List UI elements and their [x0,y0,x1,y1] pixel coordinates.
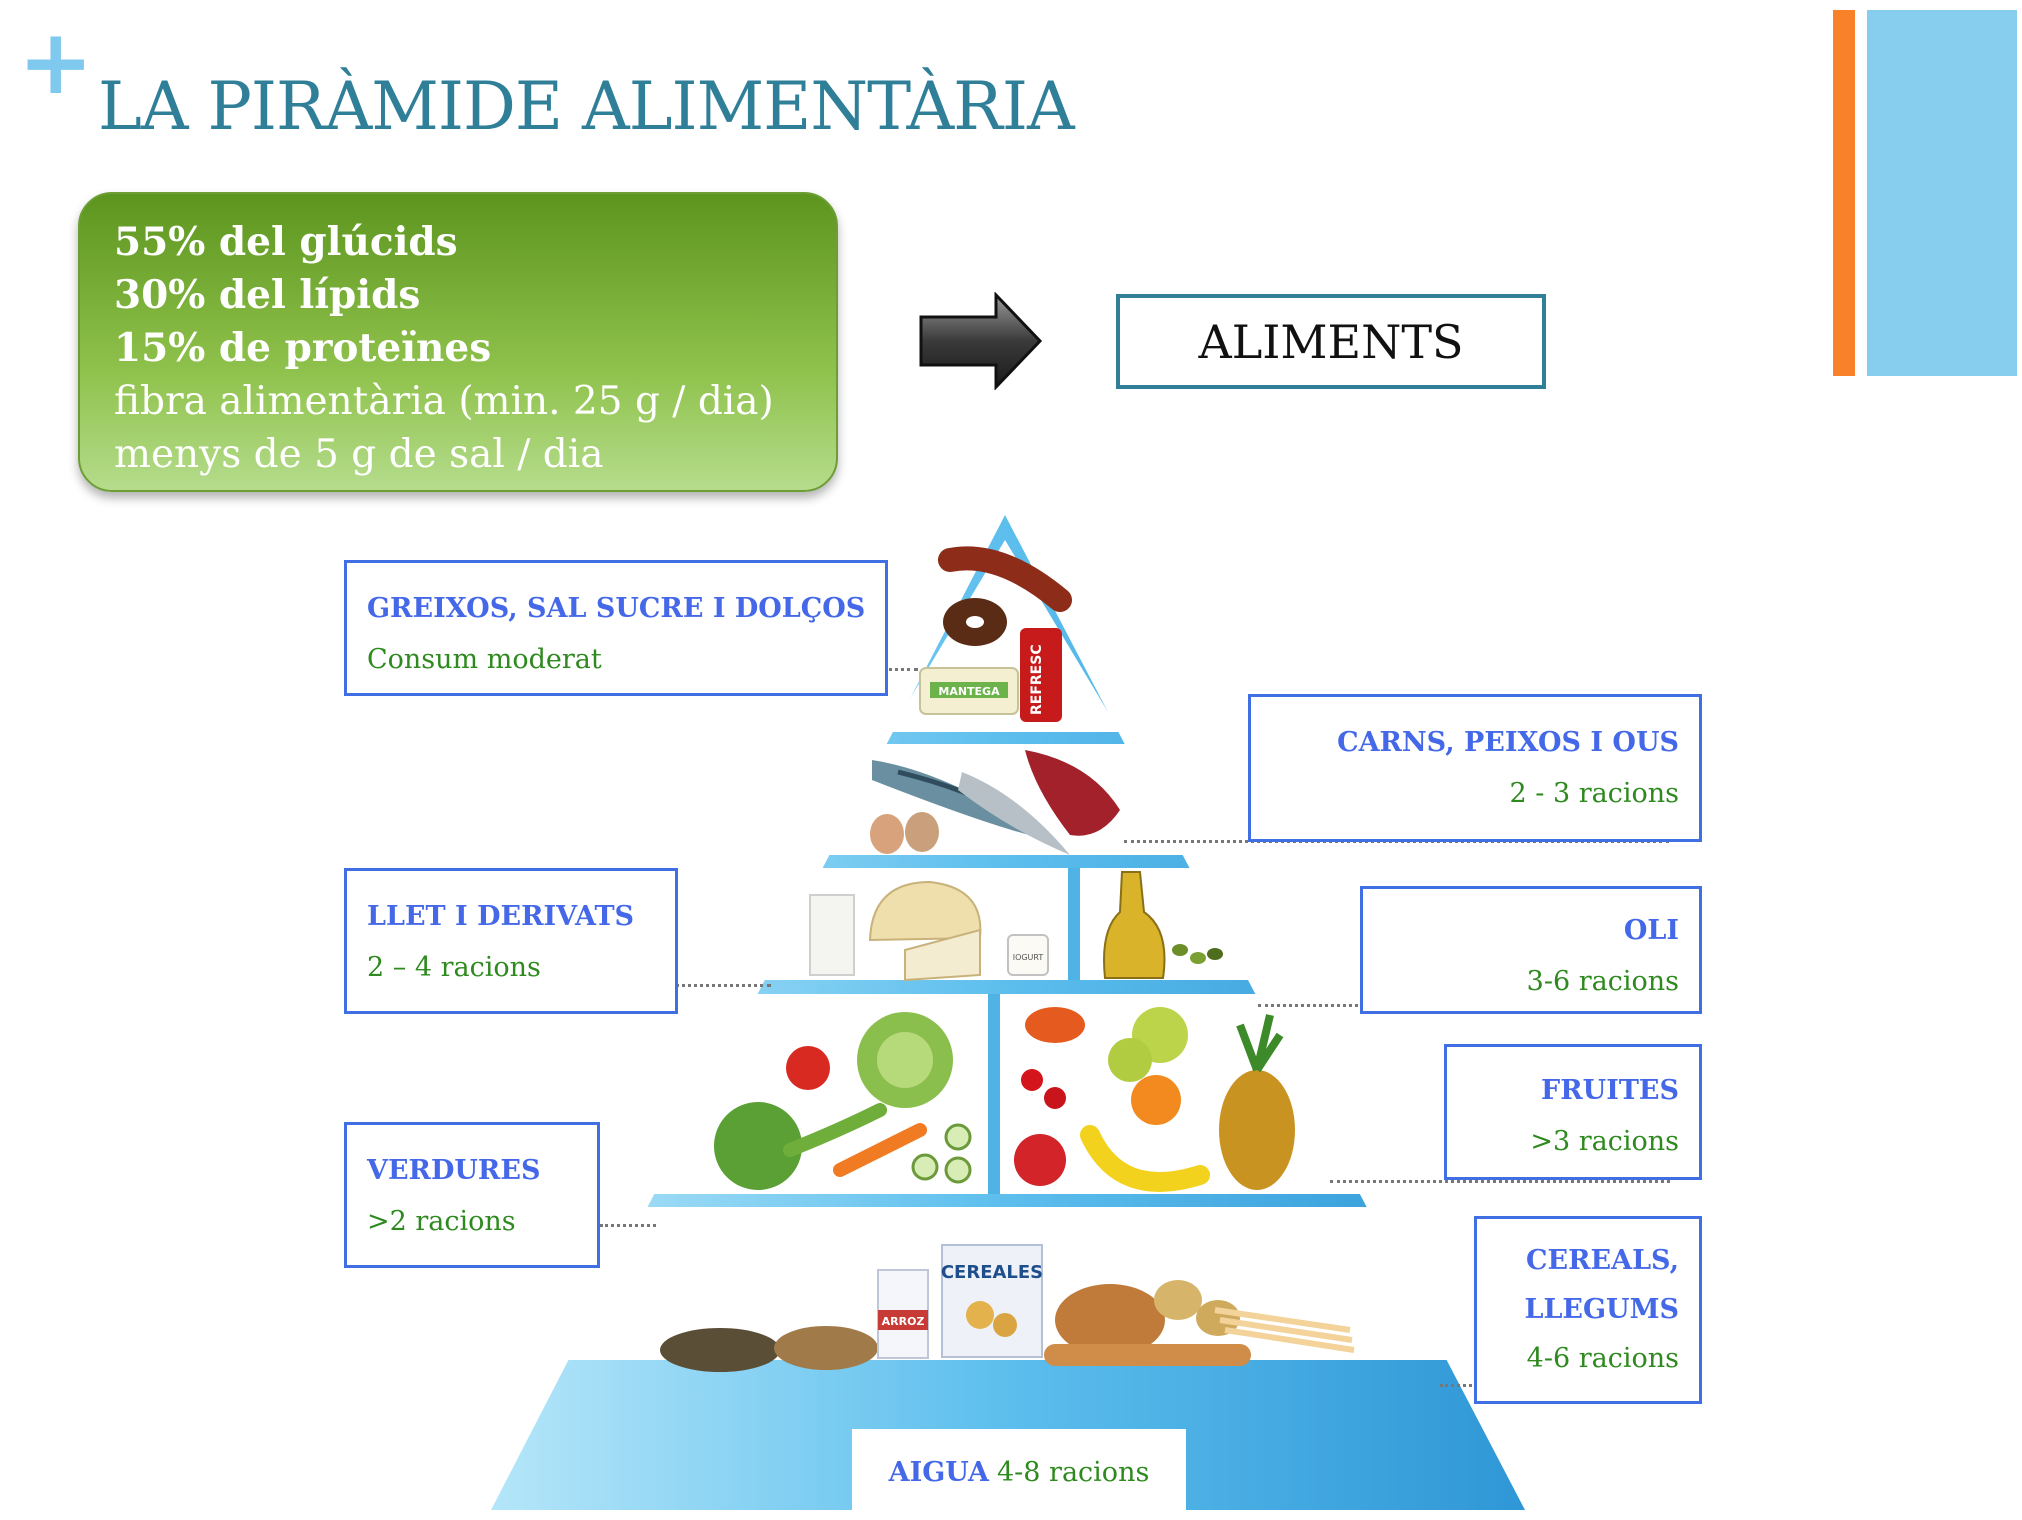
leader-cereals [1440,1384,1478,1387]
label-oli: OLI 3-6 racions [1360,886,1702,1014]
label-greixos: GREIXOS, SAL SUCRE I DOLÇOS Consum moder… [344,560,888,696]
leader-llet [675,984,771,987]
soda-can-icon: REFRESC [1020,628,1062,722]
label-cereals-qty: 4-6 racions [1526,1343,1679,1374]
carrot-icon [833,1123,927,1177]
label-oli-name: OLI [1623,915,1679,946]
label-oli-qty: 3-6 racions [1526,966,1679,997]
label-aigua: AIGUA 4-8 racions [852,1429,1186,1515]
pasta-icon [1214,1307,1355,1353]
cereal-label: CEREALES [941,1262,1043,1283]
cucumber-slices-icon [911,1123,972,1184]
label-aigua-qty: 4-8 racions [996,1456,1150,1488]
olives-icon [1172,944,1223,964]
rice-label: ARROZ [882,1315,925,1328]
cereal-box-icon: CEREALES [941,1244,1043,1358]
label-llet-qty: 2 – 4 racions [367,952,541,983]
nutrient-line: fibra alimentària (min. 25 g / dia) [114,379,774,424]
plus-icon: + [18,10,94,115]
potatoes-icon [1154,1280,1240,1336]
nutrient-line: menys de 5 g de sal / dia [114,432,604,477]
donut-icon [943,598,1007,646]
label-verdures: VERDURES >2 racions [344,1122,600,1268]
white-fish-icon [958,772,1070,855]
butter-tub-icon: MANTEGA [919,667,1019,715]
cheese-icon [868,880,982,982]
accent-bar-orange [1833,10,1855,376]
leader-greixos [882,668,918,671]
label-llet: LLET I DERIVATS 2 – 4 racions [344,868,678,1014]
label-carns-name: CARNS, PEIXOS I OUS [1337,727,1679,758]
apple-icon [1014,1134,1066,1186]
peas-icon [783,1103,887,1157]
accent-bar-blue [1867,10,2017,376]
nutrient-line: 55% del glúcids [114,219,458,265]
label-greixos-name: GREIXOS, SAL SUCRE I DOLÇOS [367,593,866,624]
steak-icon [1025,750,1120,836]
lettuce-icon [714,1102,802,1190]
label-cereals: CEREALS, LLEGUMS 4-6 racions [1474,1216,1702,1404]
nutrient-line: 15% de proteïnes [114,325,492,371]
label-fruites-qty: >3 racions [1530,1126,1679,1157]
soda-label: REFRESC [1029,644,1045,715]
label-carns-qty: 2 - 3 racions [1509,778,1680,809]
right-arrow-icon [919,292,1043,390]
rice-bag-icon: ARROZ [877,1269,929,1359]
label-greixos-qty: Consum moderat [367,644,602,675]
oil-bottle-icon [1103,871,1166,979]
milk-glass-icon [809,894,855,976]
butter-label: MANTEGA [938,685,1000,698]
leader-verdures [600,1224,656,1227]
divider-verdures-fruites [988,994,1000,1194]
lentils-icon [660,1328,780,1372]
nutrient-line: 30% del lípids [114,272,421,318]
food-pyramid-diagram: REFRESC MANTEGA IOGURT [491,515,1525,1510]
mango-icon [1025,1007,1085,1043]
eggs-icon [870,812,939,854]
chickpeas-icon [774,1326,878,1370]
bread-icon [1055,1284,1165,1356]
label-verdures-qty: >2 racions [367,1206,516,1237]
label-llet-name: LLET I DERIVATS [367,901,635,932]
divider-llet-oli [1068,868,1080,980]
cabbage-icon [857,1012,953,1108]
orange-icon [1131,1075,1181,1125]
nutrient-summary-box: 55% del glúcids 30% del lípids 15% de pr… [78,192,838,492]
label-verdures-name: VERDURES [367,1155,541,1186]
yogurt-icon: IOGURT [1007,934,1049,976]
tomato-icon [786,1046,830,1090]
label-fruites: FRUITES >3 racions [1444,1044,1702,1180]
sausage-icon [938,546,1072,612]
yogurt-label: IOGURT [1013,953,1044,962]
label-cereals-name-2: LLEGUMS [1524,1294,1679,1325]
label-carns: CARNS, PEIXOS I OUS 2 - 3 racions [1248,694,1702,842]
strawberries-icon [1021,1069,1066,1109]
label-fruites-name: FRUITES [1541,1075,1679,1106]
banana-icon [1080,1125,1210,1192]
leader-oli [1258,1004,1358,1007]
slide-title: LA PIRÀMIDE ALIMENTÀRIA [98,68,1075,145]
leader-fruites [1330,1180,1670,1183]
pineapple-icon [1219,1014,1295,1190]
grapes-icon [1108,1007,1188,1082]
label-cereals-name-1: CEREALS, [1526,1245,1679,1276]
aliments-box: ALIMENTS [1116,294,1546,389]
label-aigua-name: AIGUA [888,1456,989,1488]
